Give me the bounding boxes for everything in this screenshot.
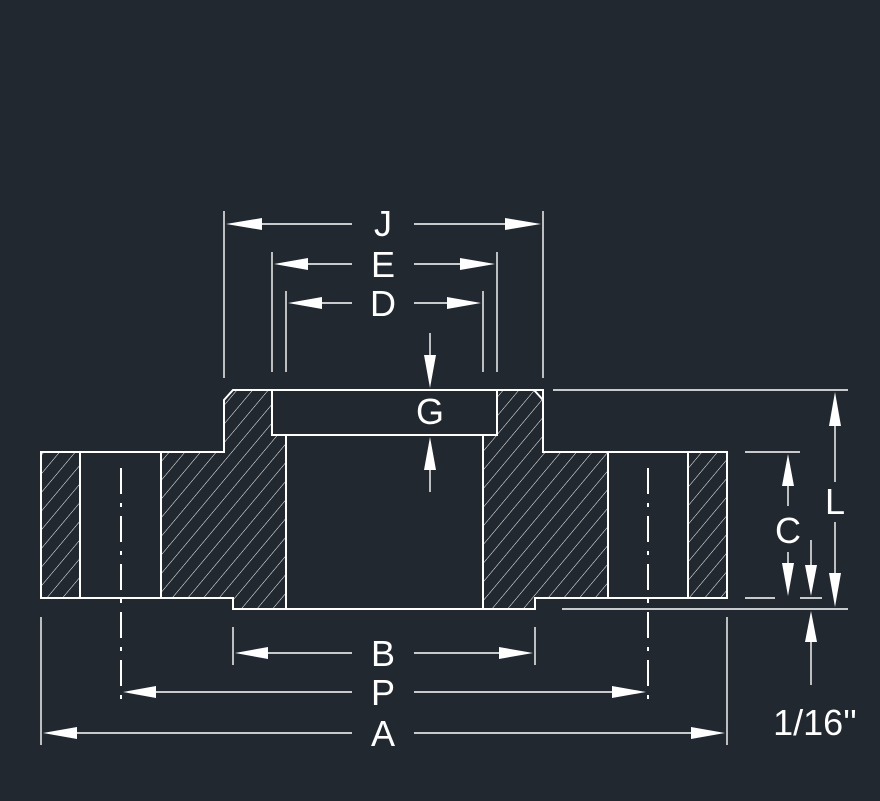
arrow-right-icon bbox=[505, 218, 541, 230]
dimension-c: C bbox=[775, 454, 801, 596]
flange-outline bbox=[40, 389, 728, 610]
dimension-label-j: J bbox=[374, 203, 392, 244]
arrow-down-icon bbox=[782, 563, 794, 596]
arrow-down-icon bbox=[805, 565, 817, 596]
outline-top-chamfer-right bbox=[533, 389, 544, 401]
arrow-right-icon bbox=[460, 258, 495, 270]
arrow-up-icon bbox=[805, 611, 817, 642]
center-lines bbox=[120, 468, 649, 705]
dimension-label-l: L bbox=[825, 481, 845, 522]
extension-lines bbox=[40, 211, 848, 745]
dimension-label-a: A bbox=[371, 713, 395, 754]
arrow-left-icon bbox=[288, 297, 322, 309]
dimension-raised-face: 1/16'' bbox=[773, 540, 857, 743]
dimension-label-d: D bbox=[370, 283, 396, 324]
hatched-sections bbox=[41, 390, 727, 609]
arrow-left-icon bbox=[274, 258, 308, 270]
arrow-up-icon bbox=[424, 437, 436, 470]
dimension-label-e: E bbox=[371, 244, 395, 285]
dimension-label-p: P bbox=[371, 672, 395, 713]
dimension-e: E bbox=[274, 244, 495, 285]
dimension-label-c: C bbox=[775, 510, 801, 551]
dimension-label-g: G bbox=[416, 391, 444, 432]
arrow-down-icon bbox=[829, 573, 841, 607]
arrow-up-icon bbox=[782, 454, 794, 486]
hatch-flange-right-outer bbox=[688, 452, 727, 598]
arrow-down-icon bbox=[424, 355, 436, 388]
dimension-g: G bbox=[416, 333, 444, 492]
arrow-left-icon bbox=[123, 686, 156, 698]
arrow-left-icon bbox=[235, 647, 268, 659]
dimension-j: J bbox=[226, 203, 541, 244]
dimension-label-raised-face: 1/16'' bbox=[773, 702, 857, 743]
arrow-right-icon bbox=[447, 297, 481, 309]
dimension-b: B bbox=[235, 633, 533, 674]
outline-counterbore bbox=[271, 390, 498, 436]
arrow-left-icon bbox=[43, 727, 77, 739]
hatch-flange-left-outer bbox=[41, 452, 80, 598]
dimension-d: D bbox=[288, 283, 481, 324]
arrow-left-icon bbox=[226, 218, 262, 230]
dimension-l: L bbox=[825, 392, 845, 607]
hatch-hub-left bbox=[161, 390, 286, 609]
dimension-label-b: B bbox=[371, 633, 395, 674]
outline-left-profile bbox=[40, 389, 728, 610]
arrow-up-icon bbox=[829, 392, 841, 426]
hatch-hub-right bbox=[483, 390, 608, 609]
arrow-right-icon bbox=[499, 647, 533, 659]
arrow-right-icon bbox=[691, 727, 725, 739]
dimension-a: A bbox=[43, 713, 725, 754]
arrow-right-icon bbox=[612, 686, 646, 698]
dimension-p: P bbox=[123, 672, 646, 713]
